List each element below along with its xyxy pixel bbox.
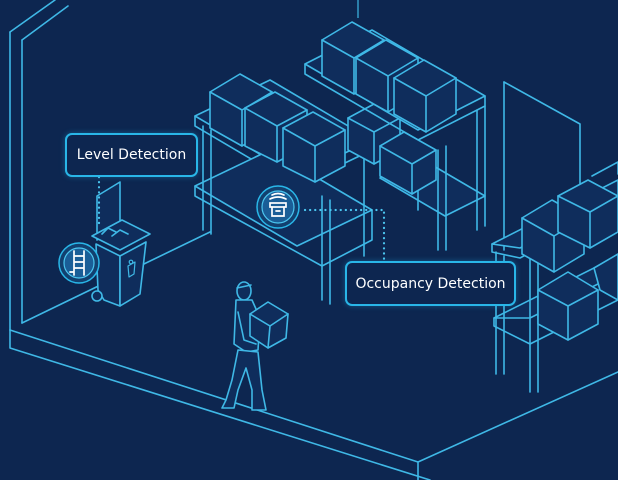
ruler-level-icon bbox=[58, 242, 100, 284]
level-detection-callout: Level Detection bbox=[65, 133, 198, 177]
worker bbox=[221, 281, 289, 411]
floor bbox=[9, 329, 618, 480]
boxes-right bbox=[521, 161, 618, 341]
recycle-icon bbox=[127, 259, 136, 278]
bin bbox=[91, 181, 151, 307]
occupancy-sensor-icon bbox=[256, 185, 300, 229]
boxes-left bbox=[209, 73, 401, 183]
boxes-back bbox=[321, 21, 457, 195]
occupancy-connector bbox=[303, 208, 386, 262]
occupancy-detection-callout: Occupancy Detection bbox=[345, 261, 516, 306]
